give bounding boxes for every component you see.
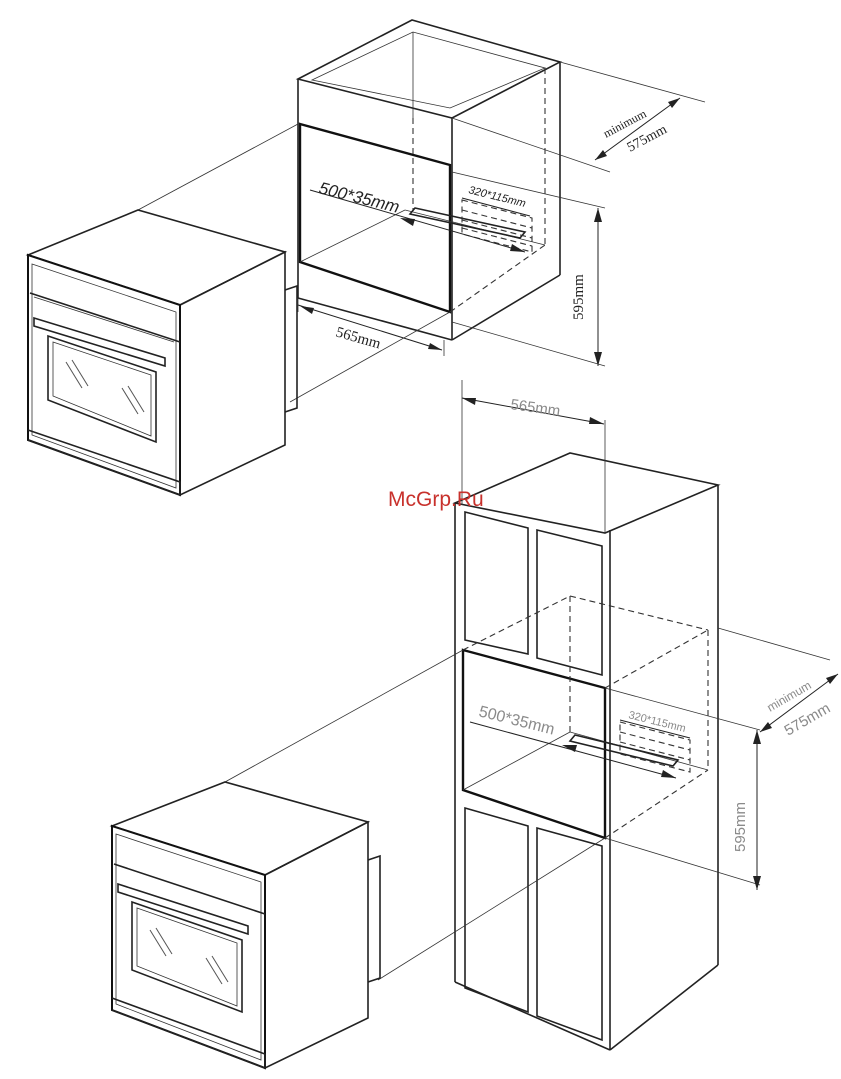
lower-oven: [109, 781, 381, 1070]
lower-dimensions: [461, 380, 839, 890]
upper-height-label: 595mm: [571, 274, 587, 320]
lower-depth-caption: minimum: [765, 678, 814, 714]
lower-cutout-label: 320*115mm: [627, 709, 687, 735]
upper-cabinet: [295, 19, 563, 341]
upper-cutout-label: 320*115mm: [467, 184, 527, 210]
lower-guide-lines: [224, 649, 606, 981]
upper-guide-lines: [137, 123, 451, 403]
lower-depth-label: 575mm: [782, 700, 834, 740]
watermark-text: McGrp.Ru: [388, 488, 484, 511]
lower-vent-label: 500*35mm: [477, 703, 556, 738]
upper-dimensions: [297, 61, 706, 367]
upper-oven: [25, 209, 298, 497]
upper-vent-label: 500*35mm: [317, 178, 401, 216]
lower-height-label: 595mm: [732, 802, 749, 852]
lower-width-label: 565mm: [509, 396, 561, 420]
lower-cabinet: [452, 452, 721, 1051]
lower-labels: 565mm 500*35mm 320*115mm 595mm minimum 5…: [477, 396, 833, 852]
